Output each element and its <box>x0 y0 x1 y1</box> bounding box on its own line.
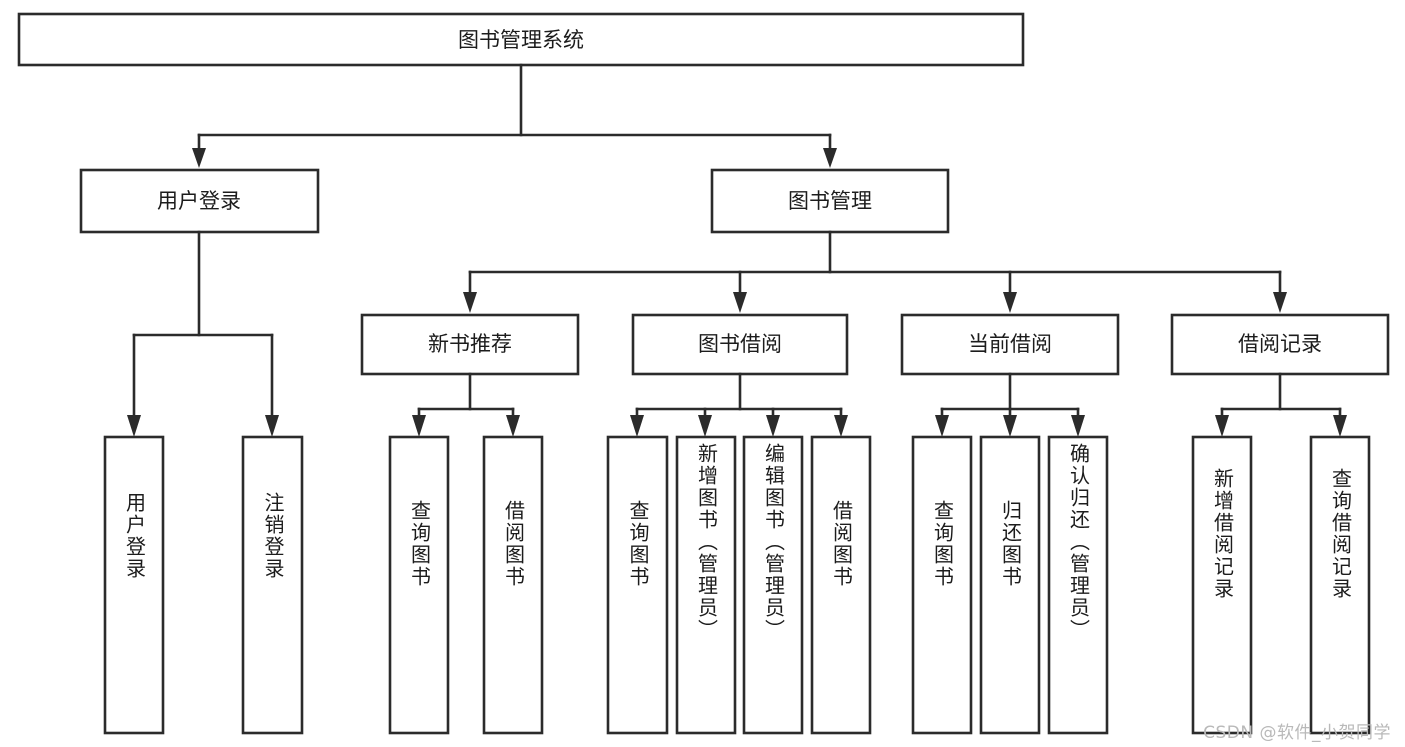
arrow-cb-leaf2-icon <box>1003 415 1017 437</box>
arrow-nbr-leaf1-icon <box>412 415 426 437</box>
current-borrow-label: 当前借阅 <box>968 332 1052 356</box>
leaf-box-bb-4 <box>810 435 872 735</box>
book-manage-label: 图书管理 <box>788 189 872 213</box>
book-borrow-box <box>631 313 849 376</box>
leaf-box-bb-3 <box>742 435 804 735</box>
current-borrow-box <box>900 313 1120 376</box>
arrow-br-leaf2-icon <box>1333 415 1347 437</box>
leaf-box-cb-3 <box>1047 435 1109 735</box>
arrow-cb-leaf1-icon <box>935 415 949 437</box>
leaf-box-bb-2 <box>675 435 737 735</box>
new-book-recommend-box <box>360 313 580 376</box>
new-book-recommend-label: 新书推荐 <box>428 332 512 356</box>
node-current-borrow: 当前借阅 <box>900 313 1120 376</box>
arrow-root-to-user-login-icon <box>192 148 206 168</box>
arrow-cb-leaf3-icon <box>1071 415 1085 437</box>
arrow-user-login-leaf2-icon <box>265 415 279 437</box>
arrow-root-to-book-manage-icon <box>823 148 837 168</box>
leaf-box-user-login-2 <box>241 435 304 735</box>
leaf-box-nbr-1 <box>388 435 450 735</box>
borrow-record-box <box>1170 313 1390 376</box>
arrow-bm-to-new-book-icon <box>463 292 477 313</box>
csdn-watermark: CSDN @软件_小贺同学 <box>1203 723 1391 743</box>
leaf-box-cb-2 <box>979 435 1041 735</box>
leaf-box-br-2 <box>1309 435 1371 735</box>
leaf-box-user-login-1 <box>103 435 165 735</box>
root-label: 图书管理系统 <box>458 28 584 52</box>
node-borrow-record: 借阅记录 <box>1170 313 1390 376</box>
arrow-bb-leaf4-icon <box>834 415 848 437</box>
arrow-bm-to-borrow-record-icon <box>1273 292 1287 313</box>
leaf-box-bb-1 <box>606 435 669 735</box>
borrow-record-label: 借阅记录 <box>1238 332 1322 356</box>
arrow-bb-leaf1-icon <box>630 415 644 437</box>
book-manage-box <box>710 168 950 234</box>
node-root: 图书管理系统 <box>17 12 1025 67</box>
leaf-box-nbr-2 <box>482 435 544 735</box>
arrow-nbr-leaf2-icon <box>506 415 520 437</box>
book-borrow-label: 图书借阅 <box>698 332 782 356</box>
root-box <box>17 12 1025 67</box>
arrow-bb-leaf2-icon <box>698 415 712 437</box>
node-book-manage: 图书管理 <box>710 168 950 234</box>
node-user-login: 用户登录 <box>79 168 320 234</box>
arrow-bm-to-current-borrow-icon <box>1003 292 1017 313</box>
arrow-br-leaf1-icon <box>1215 415 1229 437</box>
node-new-book-recommend: 新书推荐 <box>360 313 580 376</box>
arrow-user-login-leaf1-icon <box>127 415 141 437</box>
node-book-borrow: 图书借阅 <box>631 313 849 376</box>
arrow-bb-leaf3-icon <box>766 415 780 437</box>
leaf-box-br-1 <box>1191 435 1253 735</box>
arrow-bm-to-book-borrow-icon <box>733 292 747 313</box>
leaf-box-cb-1 <box>911 435 973 735</box>
user-login-label: 用户登录 <box>157 189 241 213</box>
